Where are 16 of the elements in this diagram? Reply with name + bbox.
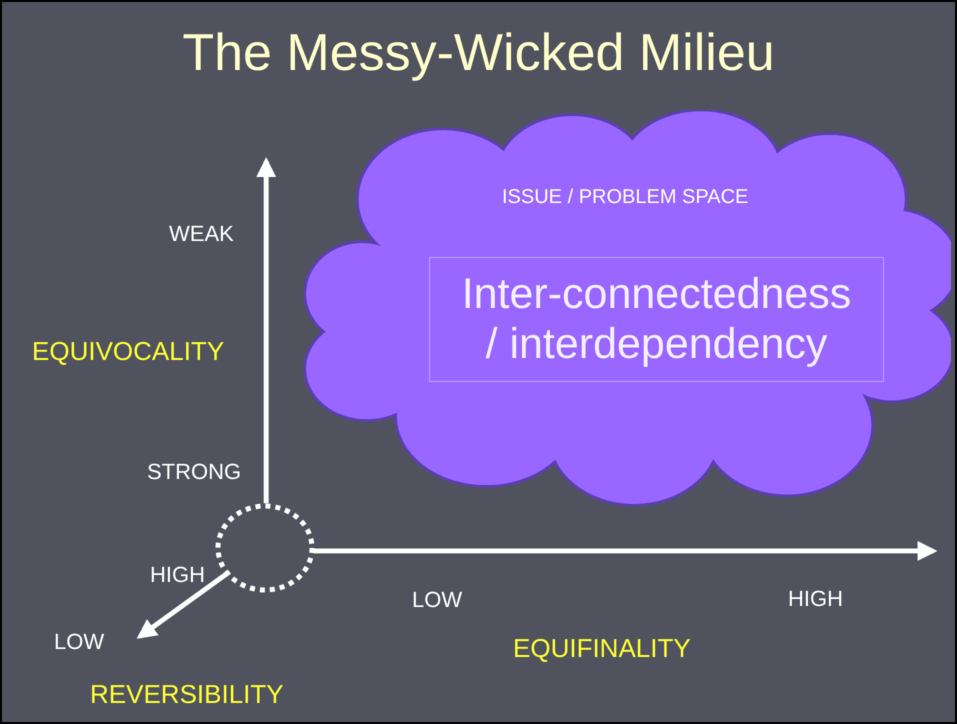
- cloud-title: ISSUE / PROBLEM SPACE: [502, 185, 748, 210]
- axis-label: HIGH: [788, 585, 843, 613]
- text-box: Inter-connectedness / interdependency: [429, 257, 884, 382]
- arrow: [256, 157, 276, 504]
- axis-label: WEAK: [169, 220, 234, 248]
- arrow: [314, 541, 938, 561]
- axis-label: STRONG: [147, 458, 242, 486]
- axis-label: LOW: [412, 586, 462, 614]
- axis-label: REVERSIBILITY: [90, 678, 284, 711]
- axis-label: LOW: [54, 628, 104, 656]
- dotted-circle: [214, 502, 316, 594]
- arrow: [136, 570, 231, 639]
- axis-label: EQUIFINALITY: [513, 632, 691, 665]
- axis-label: HIGH: [150, 561, 205, 589]
- title: The Messy-Wicked Milieu: [181, 23, 776, 84]
- axis-label: EQUIVOCALITY: [32, 335, 224, 368]
